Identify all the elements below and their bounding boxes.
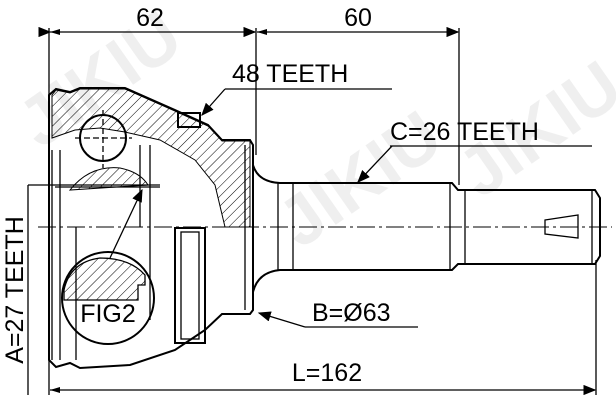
fig2-label: FIG2 [80,300,136,328]
dim-l-162: L=162 [292,359,362,387]
stub-shaft [252,164,601,293]
svg-text:C=26 TEETH: C=26 TEETH [390,118,539,146]
ball [75,110,132,168]
dim-60: 60 [344,4,372,32]
callout-b-63: B=Ø63 [257,299,418,328]
fig2-detail: FIG2 [61,188,155,345]
callout-c-26-teeth: C=26 TEETH [357,118,592,183]
svg-text:48 TEETH: 48 TEETH [232,60,348,88]
callout-48-teeth: 48 TEETH [201,60,392,116]
abs-ring [174,112,206,344]
dim-a-27-teeth: A=27 TEETH [1,216,29,364]
dim-62: 62 [136,4,164,32]
svg-text:B=Ø63: B=Ø63 [312,299,391,327]
dimension-lines [38,26,597,396]
